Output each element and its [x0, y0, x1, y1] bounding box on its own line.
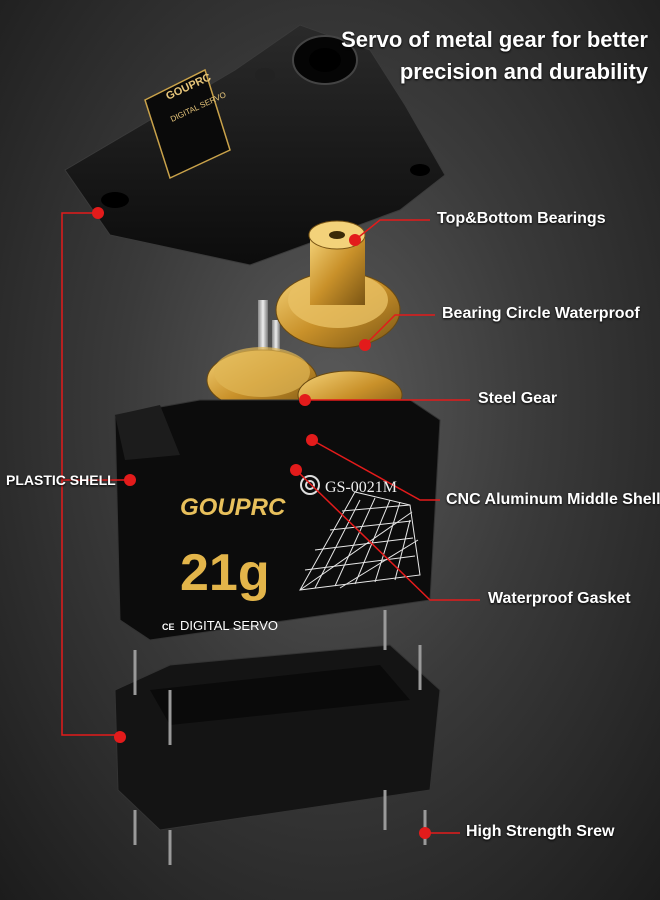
headline-line-2: precision and durability — [399, 59, 648, 84]
headline-line-1: Servo of metal gear for better — [341, 27, 648, 52]
screws — [133, 610, 427, 865]
callout-gasket: Waterproof Gasket — [488, 590, 631, 607]
middle-shell — [114, 399, 441, 641]
callout-screw: High Strength Srew — [466, 823, 615, 840]
callout-bearing-circle: Bearing Circle Waterproof — [442, 305, 640, 322]
callout-lines — [61, 212, 480, 834]
callout-top-bearings: Top&Bottom Bearings — [437, 210, 606, 227]
shell-brand-text: GOUPRC — [180, 494, 286, 521]
callout-plastic-shell: PLASTIC SHELL — [6, 472, 116, 488]
top-cover — [64, 24, 446, 266]
weight-text: 21g — [180, 544, 270, 602]
ce-mark: CE — [162, 622, 175, 632]
callout-dots — [92, 207, 431, 839]
shell-type-text: DIGITAL SERVO — [180, 618, 278, 633]
headline: Servo of metal gear for better precision… — [341, 24, 648, 88]
model-text: GS-0021M — [325, 479, 397, 496]
callout-cnc-shell: CNC Aluminum Middle Shell — [446, 491, 660, 508]
bottom-shell — [114, 644, 441, 831]
callout-steel-gear: Steel Gear — [478, 390, 558, 407]
